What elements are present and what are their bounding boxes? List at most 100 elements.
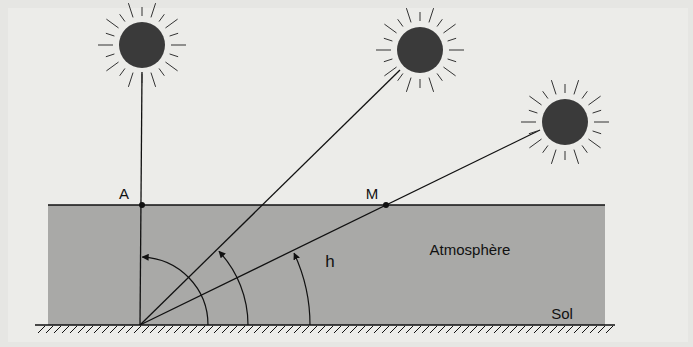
sun-ray bbox=[384, 59, 393, 62]
hatch-stroke bbox=[286, 326, 293, 333]
sun-ray bbox=[165, 19, 177, 28]
sun bbox=[521, 80, 609, 164]
hatch-stroke bbox=[590, 326, 597, 333]
sun-ray bbox=[159, 68, 164, 75]
sun-ray bbox=[165, 62, 177, 71]
sun-ray bbox=[529, 131, 538, 134]
sun-ray bbox=[151, 3, 156, 17]
hatch-stroke bbox=[54, 326, 61, 333]
sun-ray bbox=[574, 150, 579, 164]
hatch-stroke bbox=[182, 326, 189, 333]
sun-ray bbox=[171, 45, 186, 46]
sun-ray bbox=[384, 24, 396, 33]
hatch-stroke bbox=[238, 326, 245, 333]
ground-line bbox=[35, 324, 615, 326]
hatch-stroke bbox=[142, 326, 149, 333]
hatch-stroke bbox=[198, 326, 205, 333]
sun-ray bbox=[106, 19, 118, 28]
suns bbox=[98, 3, 609, 164]
atmosphere-band bbox=[48, 205, 605, 325]
hatch-stroke bbox=[302, 326, 309, 333]
hatch-stroke bbox=[326, 326, 333, 333]
hatch-stroke bbox=[574, 326, 581, 333]
sun-ray bbox=[128, 3, 133, 17]
hatch-stroke bbox=[502, 326, 509, 333]
hatch-stroke bbox=[254, 326, 261, 333]
point-m bbox=[383, 202, 389, 208]
sun-ray bbox=[142, 7, 143, 16]
sun-ray bbox=[159, 14, 164, 21]
hatch-stroke bbox=[558, 326, 565, 333]
sun-ray bbox=[106, 62, 118, 71]
hatch-stroke bbox=[278, 326, 285, 333]
hatch-stroke bbox=[174, 326, 181, 333]
sun-ray bbox=[429, 8, 434, 22]
hatch-stroke bbox=[486, 326, 493, 333]
hatch-stroke bbox=[342, 326, 349, 333]
sun-ray bbox=[551, 150, 556, 164]
sun-ray bbox=[582, 91, 587, 98]
hatch-stroke bbox=[534, 326, 541, 333]
hatch-stroke bbox=[414, 326, 421, 333]
hatch-stroke bbox=[46, 326, 53, 333]
sun-ray bbox=[142, 74, 143, 83]
sun-ray-zenith bbox=[140, 72, 142, 325]
hatch-stroke bbox=[38, 326, 45, 333]
sun-ray bbox=[98, 45, 113, 46]
sun-ray bbox=[120, 14, 125, 21]
hatch-stroke bbox=[606, 326, 613, 333]
hatch-stroke bbox=[446, 326, 453, 333]
hatch-stroke bbox=[382, 326, 389, 333]
hatch-stroke bbox=[334, 326, 341, 333]
atmosphere-top bbox=[48, 204, 605, 205]
hatch-stroke bbox=[526, 326, 533, 333]
hatch-stroke bbox=[62, 326, 69, 333]
sun-ray bbox=[437, 19, 442, 26]
hatch-stroke bbox=[222, 326, 229, 333]
sun-ray bbox=[437, 73, 442, 80]
hatch-stroke bbox=[438, 326, 445, 333]
sun-ray bbox=[574, 80, 579, 94]
hatch-stroke bbox=[110, 326, 117, 333]
sun-disc bbox=[542, 99, 588, 145]
hatch-stroke bbox=[310, 326, 317, 333]
hatch-stroke bbox=[294, 326, 301, 333]
hatch-stroke bbox=[230, 326, 237, 333]
sun-ray bbox=[106, 54, 115, 57]
sun-ray bbox=[593, 131, 602, 134]
hatch-stroke bbox=[118, 326, 125, 333]
ground-label: Sol bbox=[551, 306, 573, 323]
sun-ray bbox=[429, 78, 434, 92]
sun-ray bbox=[448, 38, 457, 41]
hatch-stroke bbox=[70, 326, 77, 333]
sun-ray bbox=[420, 79, 421, 88]
sun-ray bbox=[543, 91, 548, 98]
angle-arc bbox=[219, 251, 248, 325]
angle-arcs bbox=[142, 251, 310, 325]
hatch-stroke bbox=[478, 326, 485, 333]
hatch-stroke bbox=[430, 326, 437, 333]
point-a bbox=[139, 202, 145, 208]
hatch-stroke bbox=[262, 326, 269, 333]
sun-ray bbox=[443, 24, 455, 33]
sun-ray bbox=[565, 84, 566, 93]
sun-ray bbox=[106, 33, 115, 36]
sun-ray bbox=[588, 139, 600, 148]
hatch-stroke bbox=[150, 326, 157, 333]
hatch-stroke bbox=[510, 326, 517, 333]
sun-ray bbox=[398, 73, 403, 80]
hatch-stroke bbox=[86, 326, 93, 333]
sun-ray bbox=[406, 8, 411, 22]
angle-arc bbox=[142, 257, 208, 325]
sun-disc bbox=[119, 22, 165, 68]
hatch-stroke bbox=[454, 326, 461, 333]
sun-ray-low bbox=[140, 130, 540, 325]
sun-ray bbox=[420, 12, 421, 21]
hatch-stroke bbox=[598, 326, 605, 333]
hatch-stroke bbox=[494, 326, 501, 333]
hatch-stroke bbox=[94, 326, 101, 333]
sun-ray bbox=[529, 139, 541, 148]
ground-hatching bbox=[38, 326, 613, 333]
angle-label: h bbox=[325, 253, 334, 272]
